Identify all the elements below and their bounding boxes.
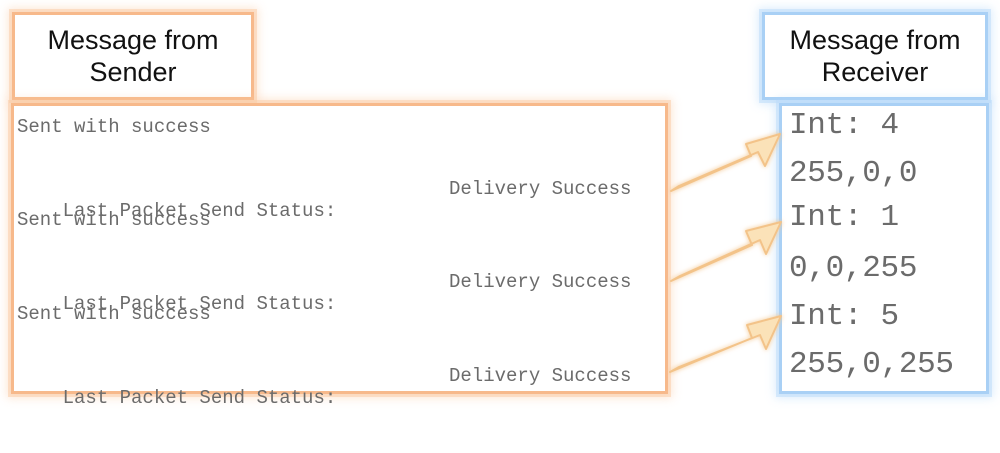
sender-log-panel: Sent with success Last Packet Send Statu… xyxy=(11,103,668,409)
status-value: Delivery Success xyxy=(449,271,632,293)
status-label: Last Packet Send Status: xyxy=(62,293,337,315)
status-label: Last Packet Send Status: xyxy=(62,387,337,409)
sender-header-line2: Sender xyxy=(89,57,177,87)
status-value: Delivery Success xyxy=(449,178,632,200)
sender-log-line: Sent with success xyxy=(17,303,211,325)
arrow-right-icon xyxy=(669,315,782,373)
status-value: Delivery Success xyxy=(449,365,632,387)
receiver-int-line: Int: 1 xyxy=(789,200,899,235)
sender-header-line1: Message from xyxy=(47,25,219,55)
receiver-rgb-line: 0,0,255 xyxy=(789,251,918,286)
arrow-right-icon xyxy=(670,133,781,192)
receiver-int-line: Int: 5 xyxy=(789,299,899,334)
receiver-int-line: Int: 4 xyxy=(789,108,899,143)
receiver-header: Message from Receiver xyxy=(762,12,988,100)
sender-header: Message from Sender xyxy=(12,12,254,100)
sender-log-line: Sent with success xyxy=(17,116,211,138)
receiver-log-panel: Int: 4 255,0,0 Int: 1 0,0,255 Int: 5 255… xyxy=(779,103,989,394)
receiver-header-line1: Message from xyxy=(789,25,961,55)
receiver-rgb-line: 255,0,0 xyxy=(789,156,918,191)
receiver-rgb-line: 255,0,255 xyxy=(789,347,954,382)
receiver-header-line2: Receiver xyxy=(821,57,929,87)
sender-status-line: Last Packet Send Status: Delivery Succes… xyxy=(17,365,632,453)
sender-status-line: Last Packet Send Status: Delivery Succes… xyxy=(17,178,632,266)
arrow-right-icon xyxy=(670,221,782,282)
sender-log-line: Sent with success xyxy=(17,209,211,231)
sender-status-line: Last Packet Send Status: Delivery Succes… xyxy=(17,271,632,359)
status-label: Last Packet Send Status: xyxy=(62,200,337,222)
